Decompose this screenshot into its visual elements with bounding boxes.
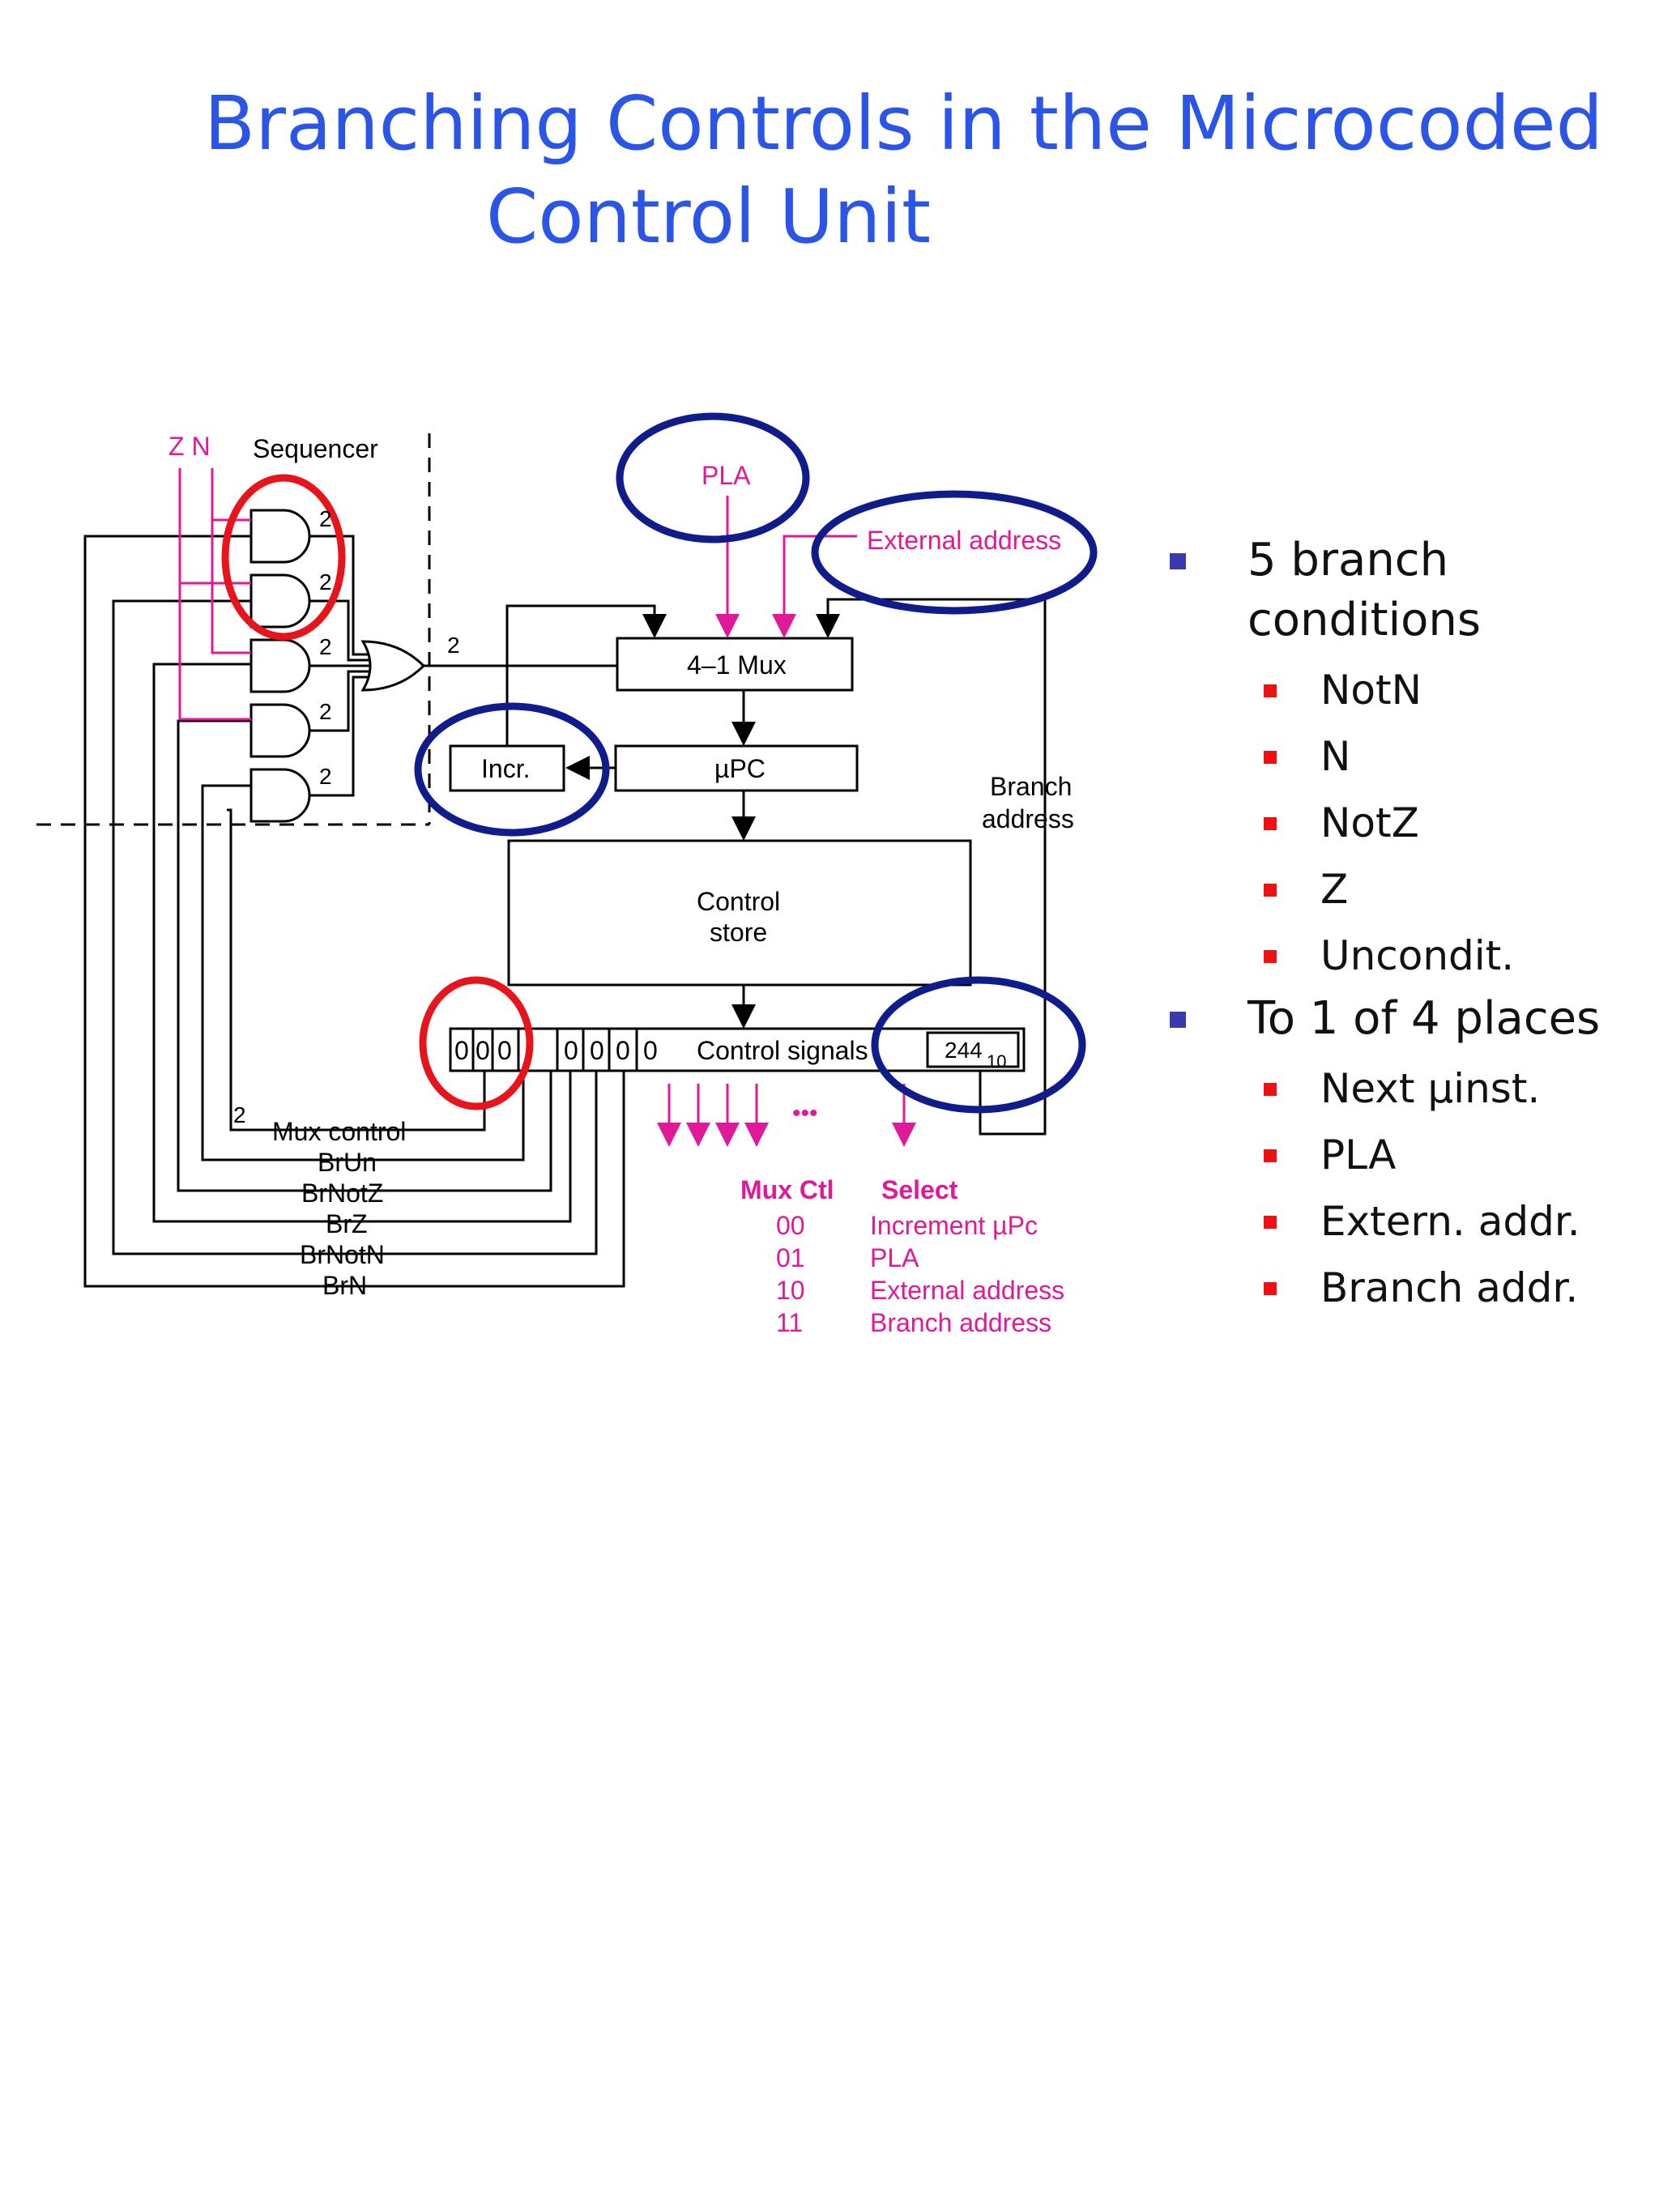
control-word-bit: 0 <box>616 1036 630 1065</box>
external-address-label: External address <box>867 526 1061 555</box>
sub-bullet-item: Uncondit. <box>1166 923 1653 989</box>
mux-table-ctl: 00 <box>776 1211 805 1240</box>
control-word-bit: 0 <box>454 1036 469 1065</box>
sub-bullet-item: Z <box>1166 856 1653 923</box>
bus-width-label-2: 2 <box>319 569 332 595</box>
mux-box <box>616 637 854 692</box>
mux-table-ctl: 01 <box>776 1243 805 1272</box>
control-word-bit: 0 <box>476 1036 490 1065</box>
red-circle-gates <box>221 474 346 641</box>
control-signals-label: Control signals <box>697 1036 868 1065</box>
title-line-1: Branching Controls in the Microcoded <box>204 80 1603 167</box>
sub-bullet-text: Branch addr. <box>1320 1264 1579 1311</box>
bullet-text: To 1 of 4 places <box>1247 992 1601 1045</box>
mux-table-select: PLA <box>870 1243 919 1272</box>
sub-bullet-marker-icon <box>1264 884 1277 897</box>
sub-bullet-marker-icon <box>1264 1282 1277 1295</box>
mux-table-select: Increment µPc <box>870 1211 1038 1240</box>
control-store-line1: Control <box>697 887 780 916</box>
sub-bullet-text: Next µinst. <box>1320 1065 1541 1112</box>
mux-table-header-ctl: Mux Ctl <box>740 1175 834 1204</box>
sub-bullet-marker-icon <box>1264 751 1277 764</box>
bus-width-label-5: 2 <box>319 764 332 789</box>
zn-label: Z N <box>168 432 211 461</box>
sub-bullet-item: Branch addr. <box>1166 1255 1653 1321</box>
field-label: BrNotN <box>300 1240 385 1269</box>
blue-circle-incr <box>414 702 610 837</box>
upc-label: µPC <box>714 754 766 783</box>
bullet-item: 5 branch conditions <box>1166 531 1653 650</box>
sub-bullet-marker-icon <box>1264 817 1277 830</box>
bus-width-label-3: 2 <box>319 634 332 659</box>
sub-bullet-text: NotN <box>1320 667 1422 714</box>
sub-bullet-text: PLA <box>1320 1132 1397 1178</box>
mux-table-ctl: 11 <box>776 1308 803 1337</box>
control-store-line2: store <box>710 918 767 947</box>
mux-table-ctl: 10 <box>776 1276 805 1305</box>
sub-bullet-marker-icon <box>1264 1216 1277 1229</box>
control-store-box <box>507 839 972 987</box>
field-label: Mux control <box>272 1117 406 1146</box>
or-gate <box>360 640 426 692</box>
bullet-item: To 1 of 4 places <box>1166 989 1653 1049</box>
address-value: 244 <box>945 1038 983 1063</box>
control-word-bit: 0 <box>497 1036 512 1065</box>
field-label: BrZ <box>326 1209 368 1238</box>
incr-label: Incr. <box>481 754 530 783</box>
sub-bullet-item: NotN <box>1166 657 1653 723</box>
sub-bullet-item: NotZ <box>1166 790 1653 856</box>
sub-bullet-text: NotZ <box>1320 799 1419 846</box>
bullet-marker-icon <box>1170 553 1186 569</box>
bus-width-label-4: 2 <box>319 699 332 724</box>
and-gate-4 <box>249 703 311 758</box>
bullet-list: 5 branch conditions NotN N NotZ Z Uncond… <box>1166 531 1653 1321</box>
bus-width-label-or: 2 <box>447 633 460 658</box>
field-label: BrN <box>322 1271 367 1300</box>
title-line-2: Control Unit <box>486 173 932 260</box>
sub-bullet-marker-icon <box>1264 1149 1277 1162</box>
sub-bullet-text: N <box>1320 733 1351 780</box>
and-gate-2 <box>249 573 311 629</box>
sub-bullet-text: Z <box>1320 866 1349 913</box>
sub-bullet-item: Next µinst. <box>1166 1055 1653 1122</box>
pla-label: PLA <box>702 461 751 490</box>
sub-bullet-text: Extern. addr. <box>1320 1198 1580 1245</box>
bus-width-label-1: 2 <box>319 506 332 531</box>
and-gate-3 <box>249 638 311 693</box>
sub-bullet-marker-icon <box>1264 684 1277 697</box>
ellipsis: ••• <box>792 1100 818 1127</box>
mux-label: 4–1 Mux <box>687 650 787 680</box>
mux-table-select: Branch address <box>870 1308 1051 1337</box>
mux-table-select: External address <box>870 1276 1064 1305</box>
control-word-bit: 0 <box>643 1036 658 1065</box>
bullet-marker-icon <box>1170 1012 1186 1028</box>
branch-address-line2: address <box>982 804 1074 833</box>
mux-table-header-select: Select <box>881 1175 958 1204</box>
sub-bullet-item: PLA <box>1166 1122 1653 1188</box>
control-word <box>449 1027 1026 1072</box>
sub-bullet-marker-icon <box>1264 1083 1277 1096</box>
sub-bullet-marker-icon <box>1264 950 1277 963</box>
branch-address-line1: Branch <box>990 772 1072 801</box>
sequencer-label: Sequencer <box>253 434 378 463</box>
blue-circle-external-address <box>811 490 1098 615</box>
blue-circle-pla <box>616 412 810 543</box>
control-word-bit: 0 <box>590 1036 604 1065</box>
blue-circle-branch-address <box>871 976 1086 1114</box>
control-word-bit: 0 <box>564 1036 578 1065</box>
address-base: 10 <box>987 1051 1006 1072</box>
address-field <box>926 1031 1020 1068</box>
and-gate-5 <box>249 768 311 823</box>
field-label: BrUn <box>318 1148 377 1177</box>
and-gate-1 <box>249 509 311 564</box>
sub-bullet-item: Extern. addr. <box>1166 1188 1653 1255</box>
bullet-text: 5 branch conditions <box>1247 534 1482 646</box>
sub-bullet-text: Uncondit. <box>1320 932 1515 979</box>
field-label: BrNotZ <box>301 1178 383 1208</box>
red-circle-mux-bits <box>419 976 534 1110</box>
mux-control-width: 2 <box>233 1102 246 1127</box>
sub-bullet-item: N <box>1166 723 1653 790</box>
